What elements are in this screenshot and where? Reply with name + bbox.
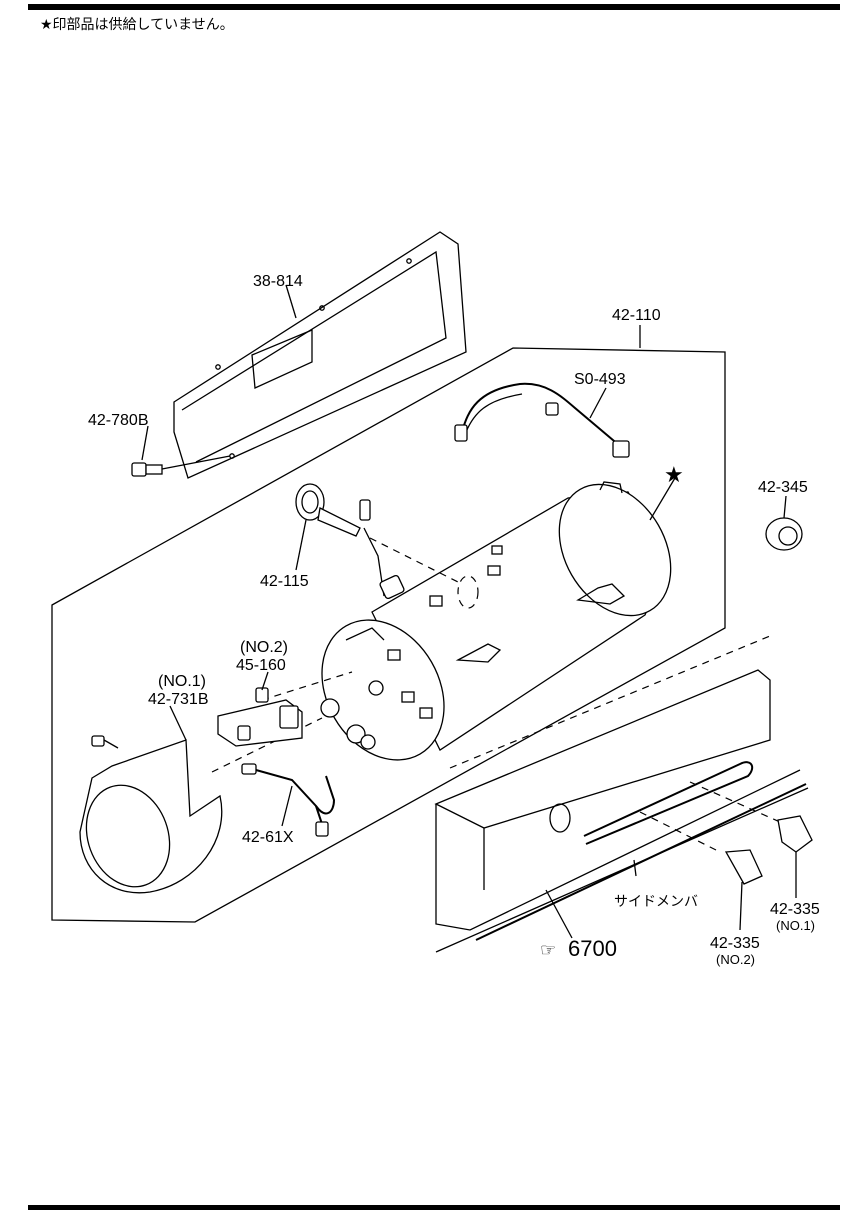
label-clip-no2-tag: (NO.2) [716, 952, 755, 967]
label-clip-no2: 42-335 [710, 935, 760, 952]
valve-part [217, 687, 303, 747]
pointing-hand-icon: ☞ [540, 940, 556, 960]
header-note: ★印部品は供給していません。 [40, 17, 234, 33]
star-icon: ★ [664, 462, 684, 487]
clip-leader-2 [639, 811, 721, 853]
assembly-outline [51, 347, 726, 923]
clip-no2-part [724, 849, 763, 885]
label-clip-no1: 42-335 [770, 901, 820, 918]
label-gauge-unit: 42-115 [260, 573, 309, 590]
pipe-part [241, 763, 336, 837]
gauge-leader [369, 537, 463, 585]
frame-leader [449, 635, 771, 769]
bracket-cover-part [173, 231, 467, 479]
label-harness: S0-493 [574, 371, 626, 388]
label-shield: 42-731B [148, 691, 209, 708]
leader-lines [141, 284, 797, 939]
shield-part [79, 735, 223, 894]
label-assembly: 42-110 [612, 307, 661, 324]
harness-part [454, 382, 630, 458]
tank-part [320, 481, 672, 761]
bottom-rule [28, 1205, 840, 1210]
side-member-frame [434, 669, 809, 953]
label-valve-tag: (NO.2) [240, 639, 288, 656]
label-bolt: 42-780B [88, 412, 149, 429]
clip-leader-1 [689, 781, 781, 823]
grommet-part [765, 517, 803, 551]
label-shield-tag: (NO.1) [158, 673, 206, 690]
label-bracket-cover: 38-814 [253, 273, 303, 290]
label-pipe: 42-61X [242, 829, 294, 846]
valve-leader [261, 671, 353, 701]
gauge-hole [457, 575, 479, 609]
label-side-member: サイドメンバ [614, 894, 698, 910]
label-ref-page: 6700 [568, 936, 617, 961]
label-valve: 45-160 [236, 657, 286, 674]
bolt-part [131, 455, 231, 477]
label-clip-no1-tag: (NO.1) [776, 918, 815, 933]
gauge-unit-part [295, 483, 405, 600]
clip-no1-part [777, 815, 813, 853]
top-rule [28, 4, 840, 10]
label-grommet: 42-345 [758, 479, 808, 496]
